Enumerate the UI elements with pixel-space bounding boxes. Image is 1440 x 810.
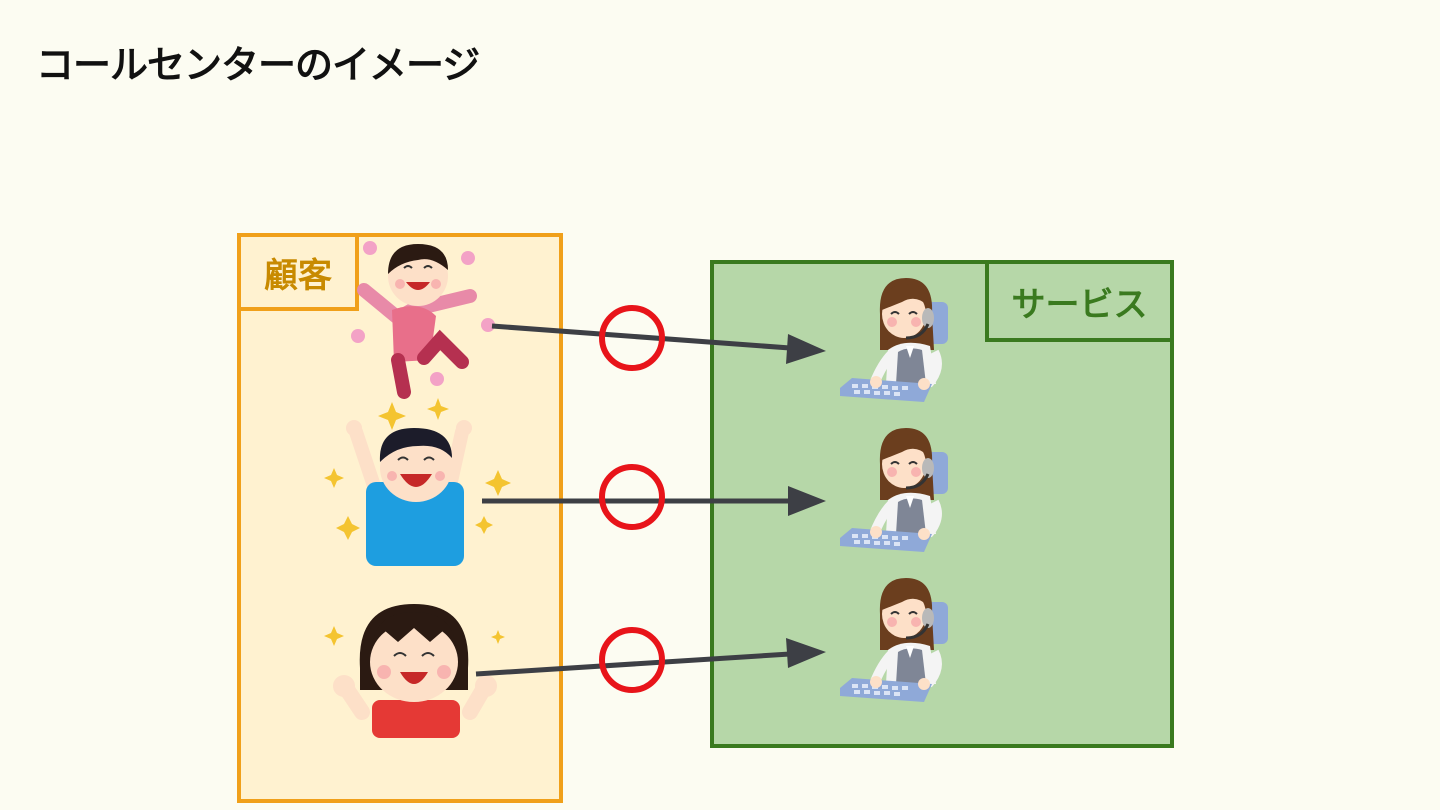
ok-circle-mark	[602, 467, 662, 527]
ok-circle-mark	[602, 630, 662, 690]
operator-headset-icon	[840, 578, 948, 702]
jumping-woman-icon	[351, 241, 495, 392]
happy-girl-icon	[324, 604, 505, 738]
cheering-boy-icon	[324, 398, 511, 566]
operator-headset-icon	[840, 278, 948, 402]
operator-headset-icon	[840, 428, 948, 552]
connection-arrow	[482, 486, 826, 516]
connection-arrow	[476, 638, 826, 674]
